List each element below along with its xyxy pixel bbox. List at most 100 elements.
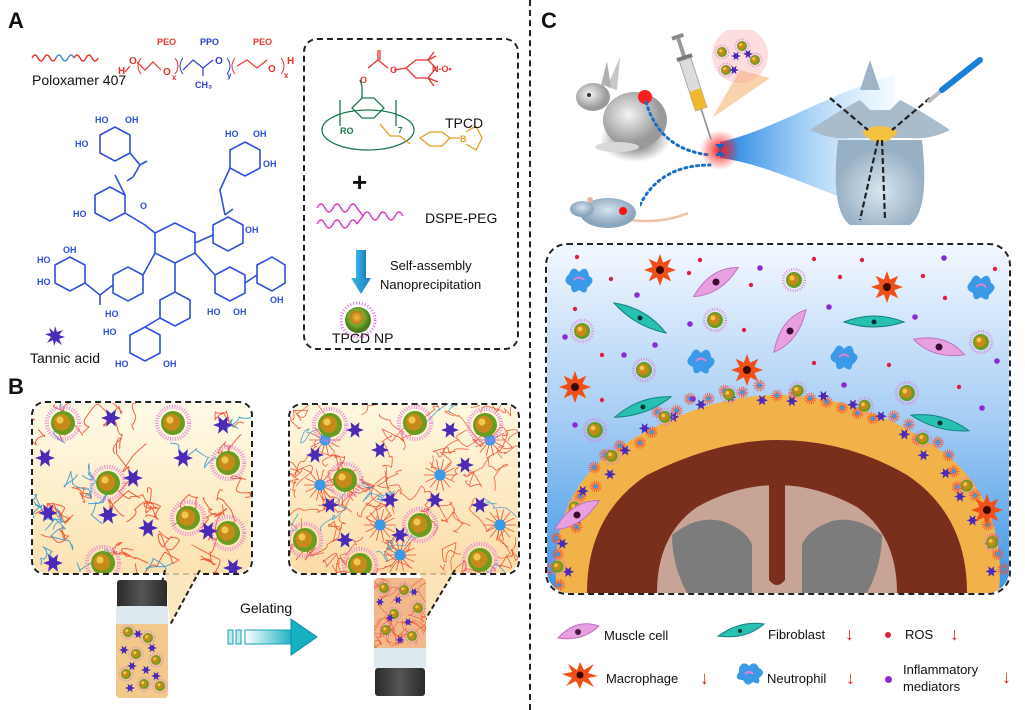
vial-gel <box>374 578 426 670</box>
tpcd-nanoparticle <box>734 38 750 54</box>
tpcd-nanoparticle <box>913 429 932 448</box>
tpcd-nanoparticle <box>569 318 595 344</box>
tannic-acid-star <box>966 515 979 526</box>
inflammatory-mediator-dot <box>572 422 578 428</box>
lesion-zoom-view <box>547 245 1009 593</box>
hydrogel-injection-zoom <box>712 30 770 118</box>
inflammatory-mediator-dot <box>979 405 985 411</box>
vial-cap-gel <box>375 668 425 696</box>
tannic-acid-star <box>336 532 354 548</box>
inflammatory-mediator-dot <box>621 352 627 358</box>
muscle-cell-icon <box>557 623 600 640</box>
polymer-chain <box>430 448 469 472</box>
micelle-crosslink <box>550 532 563 545</box>
fibroblast-cell <box>909 414 971 432</box>
svg-text:HO: HO <box>95 115 109 125</box>
sol-state-zoom <box>33 403 251 573</box>
micelle-crosslink <box>670 404 683 417</box>
polymer-chain <box>82 403 110 434</box>
poloxamer-chain-icon <box>31 54 99 62</box>
polymer-chain <box>322 553 342 573</box>
plus-sign: + <box>352 167 368 197</box>
tannic-acid-star <box>123 469 143 487</box>
micelle-crosslink <box>942 449 955 462</box>
vertebra-icon <box>810 60 950 225</box>
tannic-acid-star <box>125 683 135 693</box>
gel-state-zoom <box>290 405 518 573</box>
neutrophil-cell <box>687 349 715 374</box>
polymer-chain <box>63 470 92 499</box>
tannic-acid-star <box>917 450 930 461</box>
tpcd-nanoparticle <box>410 600 426 616</box>
ros-dot <box>811 256 817 262</box>
polymer-chain <box>290 419 302 429</box>
tannic-acid-star <box>939 468 952 479</box>
macrophage-cell <box>731 354 763 386</box>
polymer-chain <box>131 403 137 430</box>
tpcd-nanoparticle <box>655 407 674 427</box>
polymer-chain <box>383 629 417 645</box>
poloxamer-label: Poloxamer 407 <box>32 72 127 88</box>
tannic-acid-star <box>133 629 143 639</box>
ros-dot <box>920 273 926 279</box>
tpcd-nanoparticle <box>631 357 657 383</box>
micelle-crosslink <box>887 410 900 423</box>
tannic-acid-star <box>147 643 157 653</box>
tannic-acid-star <box>391 527 409 543</box>
inflammatory-mediator-dot <box>941 255 947 261</box>
tpcd-nanoparticle <box>118 666 134 682</box>
polymer-chain <box>52 403 70 412</box>
tannic-acid-star <box>409 588 419 596</box>
polymer-chain <box>486 450 509 492</box>
tannic-acid-star <box>127 661 137 671</box>
polymer-chain <box>480 405 512 418</box>
polymer-chain <box>383 538 416 560</box>
tannic-acid-star <box>756 395 769 406</box>
lesion-scene <box>547 254 1009 593</box>
tannic-acid-star <box>875 411 887 422</box>
micelle-crosslink <box>836 401 849 414</box>
tannic-acid-star <box>173 449 193 467</box>
polymer-network-gel <box>290 405 518 573</box>
polymer-chain <box>452 508 471 533</box>
tannic-acid-star <box>898 429 911 440</box>
tannic-acid-star <box>471 497 489 513</box>
svg-text:OH: OH <box>163 359 177 369</box>
tpcd-np-label: TPCD NP <box>332 330 394 346</box>
tannic-acid-star <box>954 491 966 502</box>
down-arrow-icon <box>351 250 371 294</box>
inflammatory-mediator-dot <box>994 358 1000 364</box>
legend-label-mediators: mediators <box>903 679 961 694</box>
tannic-acid-star <box>562 566 575 577</box>
tpcd-structure: N-O• O O 7 RO B <box>321 50 483 151</box>
tannic-acid-star <box>43 554 63 572</box>
micelle-crosslink <box>753 379 766 392</box>
tpcd-nanoparticle <box>968 329 994 355</box>
macrophage-cell <box>559 371 591 403</box>
tannic-acid-star <box>393 596 403 604</box>
polymer-chain <box>408 619 426 635</box>
tannic-acid-star <box>38 504 58 522</box>
tannic-acid-star-icon <box>45 326 65 346</box>
polymer-chain <box>294 439 317 487</box>
rat-icon <box>570 197 689 228</box>
polymer-chain <box>361 405 376 416</box>
polymer-chain <box>44 518 74 551</box>
legend-muscle-cell <box>556 622 601 647</box>
svg-text:O: O <box>140 201 147 211</box>
polymer-chain <box>33 493 43 518</box>
tpcd-nanoparticle <box>396 582 412 598</box>
svg-text:O: O <box>215 56 223 67</box>
svg-text:OH: OH <box>63 245 77 255</box>
tpcd-nanoparticle <box>311 406 349 444</box>
tannic-acid-star <box>321 497 339 513</box>
rat-injury-site <box>619 207 627 215</box>
panel-c-label: C <box>541 8 557 33</box>
ros-dot <box>837 274 843 280</box>
tannic-acid-star <box>119 645 129 655</box>
neutrophil-cell <box>830 345 858 370</box>
vial-gel-contents <box>374 578 426 648</box>
tpcd-nanoparticle <box>957 476 976 495</box>
svg-text:y: y <box>227 71 232 80</box>
ros-dot <box>599 397 605 403</box>
